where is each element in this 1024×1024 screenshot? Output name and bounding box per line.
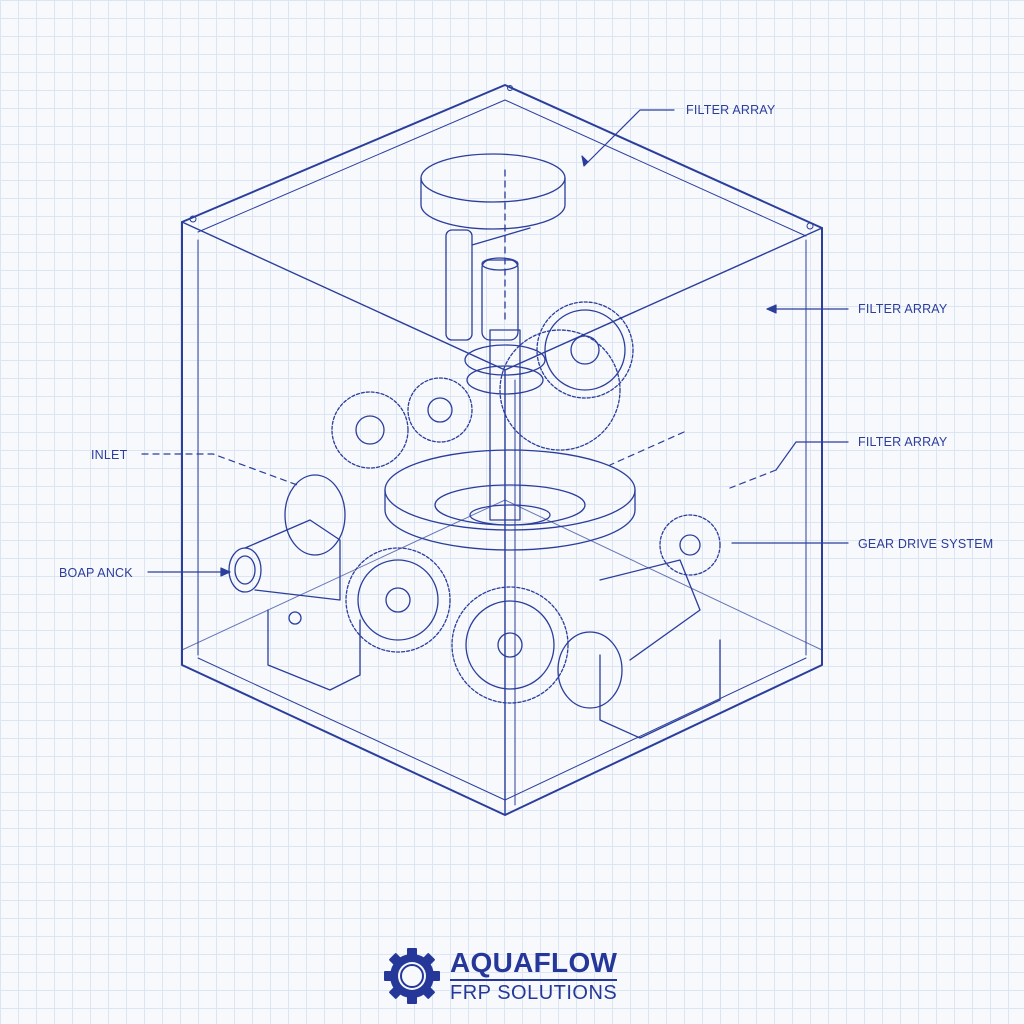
enclosure-cube [181, 84, 823, 816]
label-boap-anck: BOAP ANCK [59, 566, 133, 580]
leader-lines [141, 109, 849, 577]
central-shaft [384, 329, 636, 551]
label-inlet: INLET [91, 448, 128, 462]
logo-subtitle: FRP SOLUTIONS [450, 981, 618, 1004]
label-filter-array-mid: FILTER ARRAY [858, 435, 948, 449]
company-logo: AQUAFLOW FRP SOLUTIONS [382, 946, 618, 1006]
motor-housings [228, 474, 721, 739]
gear-set [331, 301, 721, 704]
label-filter-array-top: FILTER ARRAY [686, 103, 776, 117]
label-filter-array-right: FILTER ARRAY [858, 302, 948, 316]
gear-icon [384, 948, 440, 1004]
filter-disc [420, 153, 566, 341]
label-gear-drive-system: GEAR DRIVE SYSTEM [858, 537, 994, 551]
logo-name: AQUAFLOW [450, 947, 618, 981]
